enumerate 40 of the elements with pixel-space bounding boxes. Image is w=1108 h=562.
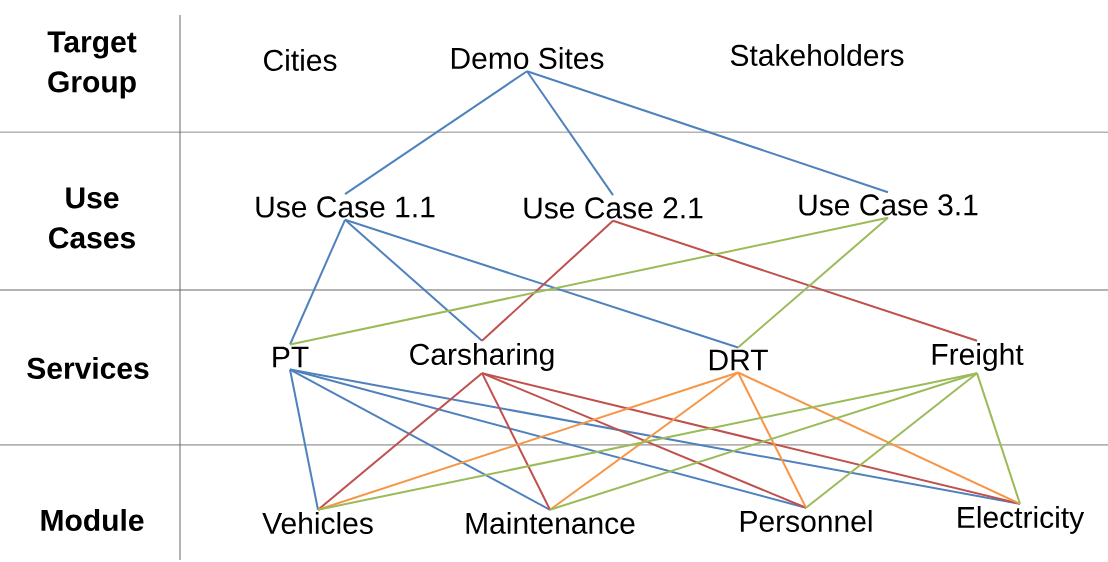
node-label: Personnel [740,510,872,532]
node-label: Cities [264,49,337,71]
connector-line [526,70,614,197]
connector-line [805,372,978,509]
node-label: Use Case 2.1 [524,197,703,219]
row-header: Module [41,509,144,531]
connector-line [612,219,978,342]
connector-line [289,368,319,511]
connector-line [481,372,551,511]
connector-line [289,368,1021,505]
connector-line [526,70,889,194]
connector-line [481,219,614,342]
connector-line [344,218,739,349]
connector-line [549,371,739,511]
connector-line [289,368,551,511]
node-label: PT [273,346,309,368]
node-label: Electricity [958,506,1085,534]
connector-line [289,216,889,346]
node-label: Freight [932,343,1024,371]
node-label: Stakeholders [730,44,904,66]
node-label: Use Case 1.1 [256,196,435,218]
node-label: Use Case 3.1 [799,194,978,216]
node-label: Demo Sites [451,47,604,69]
connector-line [344,218,483,342]
node-label: DRT [709,349,768,371]
row-header: Target Group [47,31,137,99]
connector-line [344,70,528,196]
node-label: Carsharing [410,343,554,371]
node-label: Maintenance [466,512,635,534]
node-label: Vehicles [262,512,373,534]
connector-line [549,372,978,511]
connector-line [976,372,1021,505]
row-header: Use Cases [49,187,135,249]
connector-line [317,372,483,511]
row-header: Services [27,357,149,379]
connector-line [289,218,346,346]
connector-line [737,371,807,509]
connector-line [737,216,889,349]
connector-line [317,372,978,511]
connector-line [737,371,1021,505]
